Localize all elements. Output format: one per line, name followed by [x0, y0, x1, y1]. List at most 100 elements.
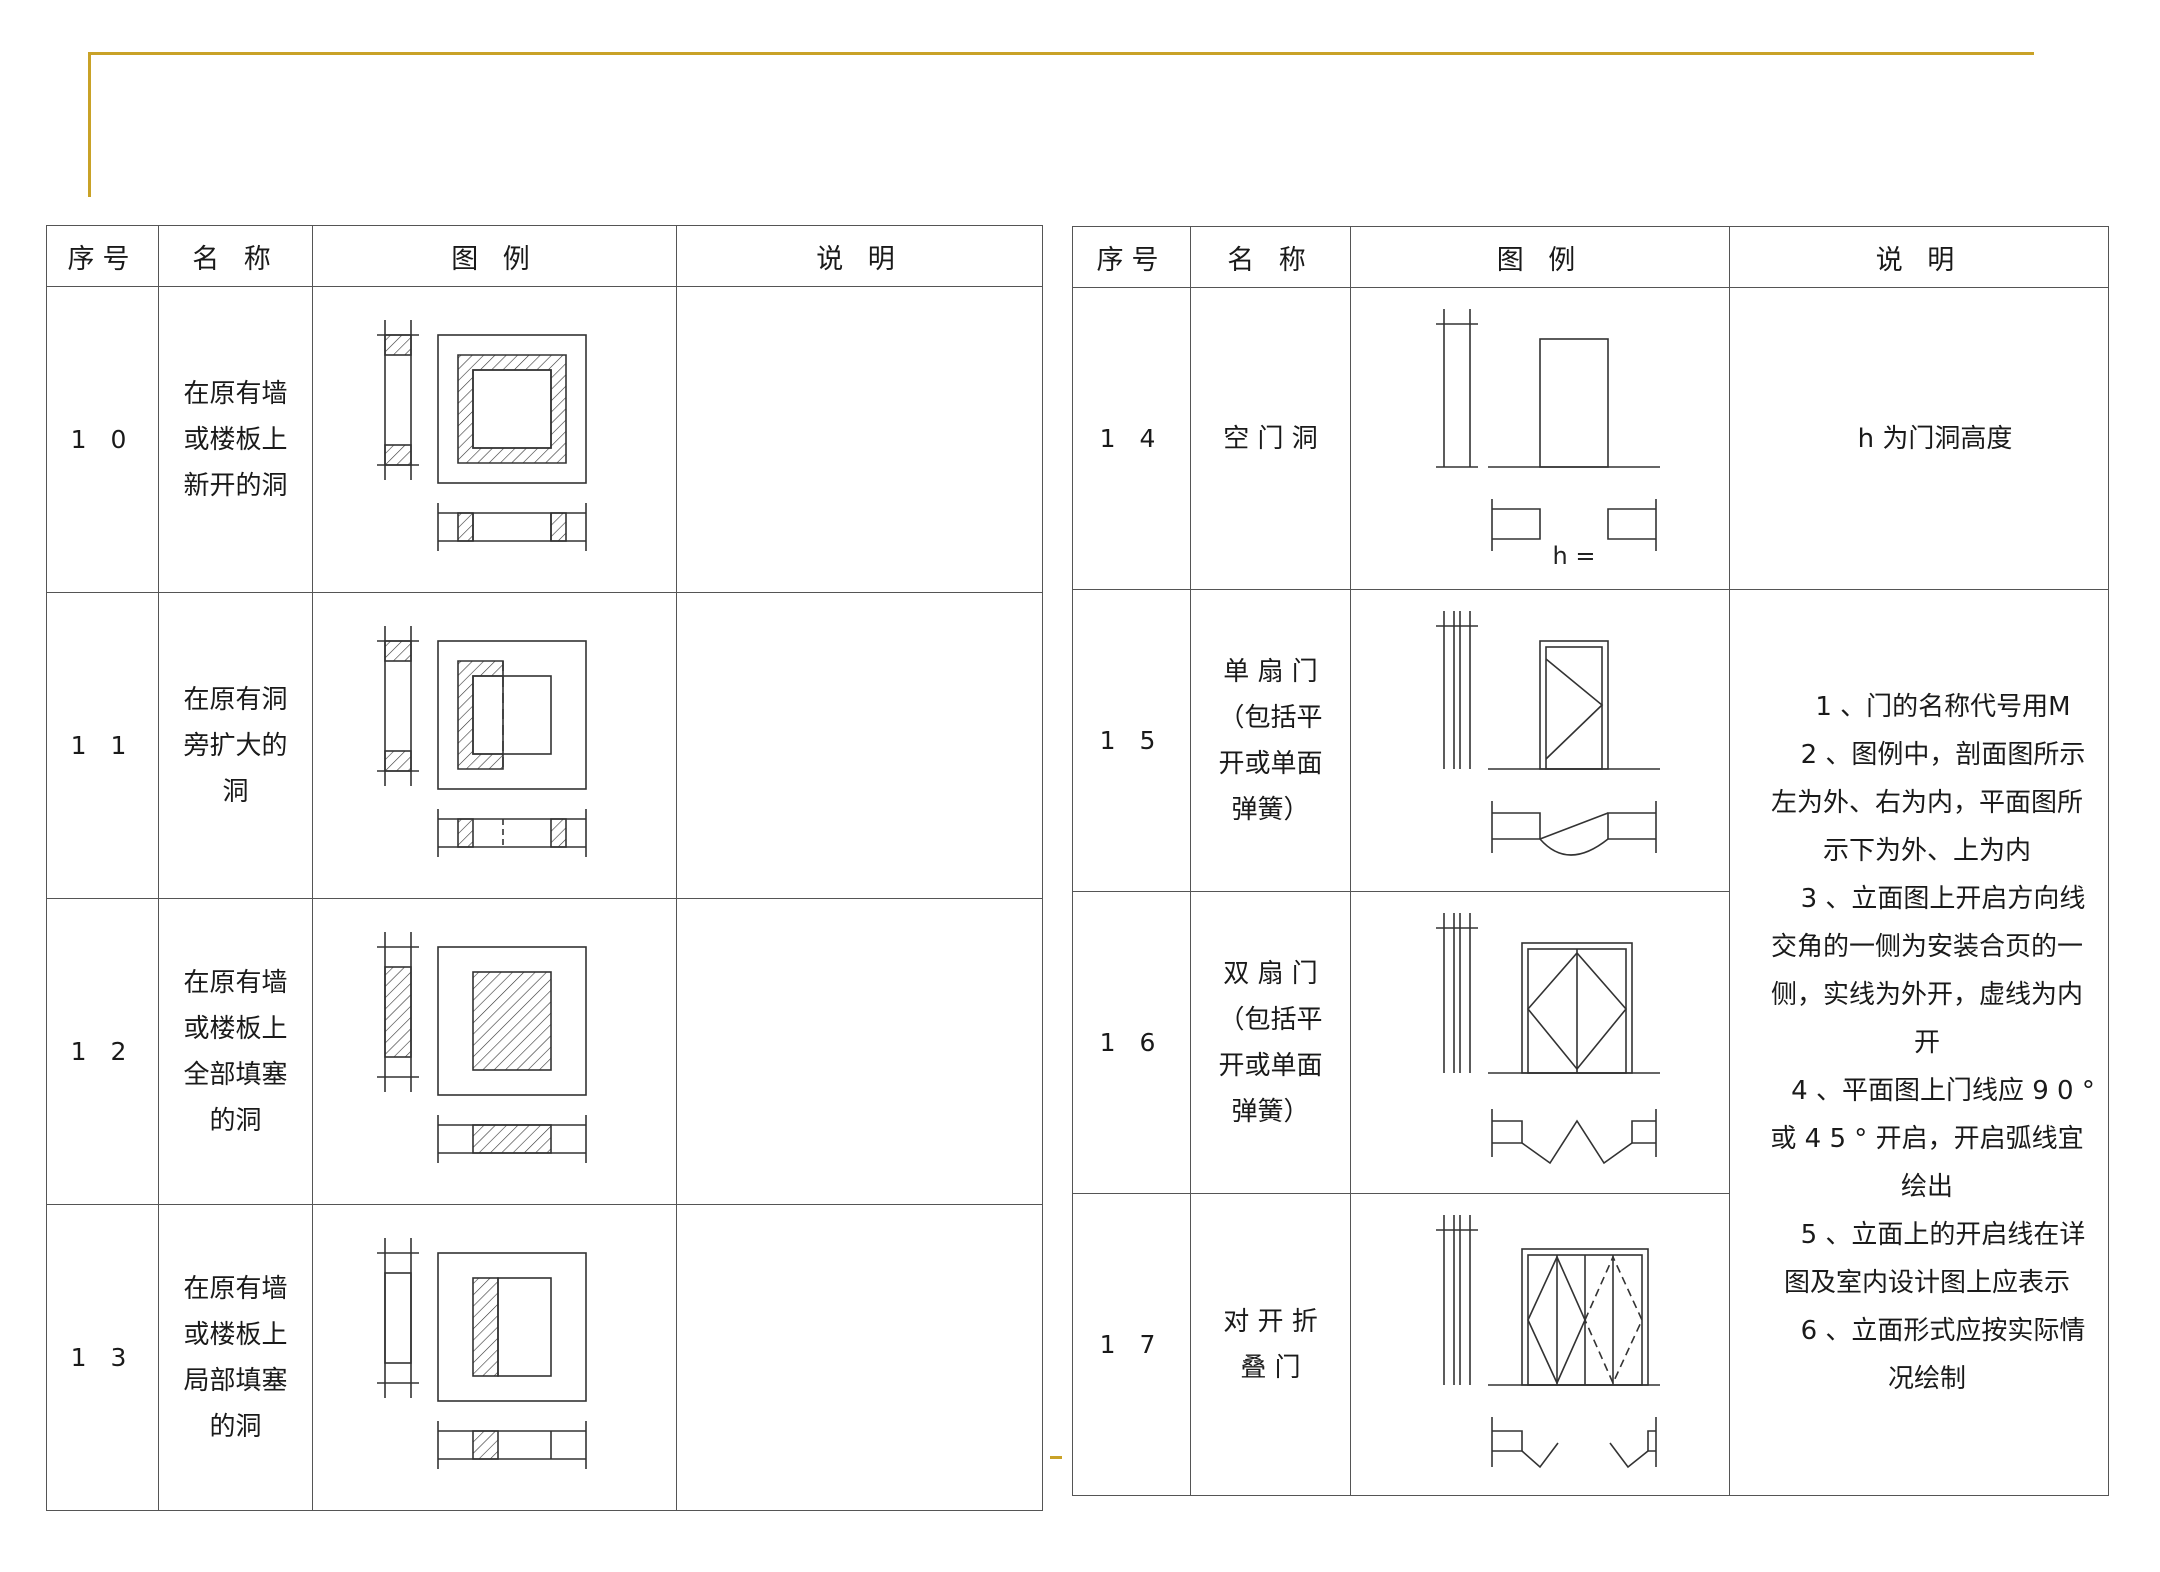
- legend-table-left: 序号 名 称 图 例 说 明 1 0 在原有墙 或楼板上 新开的洞: [46, 225, 1043, 1511]
- single-leaf-door-icon: [1436, 610, 1660, 856]
- header-rule-left: [88, 52, 91, 197]
- name-line: 的洞: [209, 1411, 262, 1442]
- row-name: 在原有墙 或楼板上 新开的洞: [158, 286, 313, 593]
- row-desc-empty: [676, 898, 1043, 1205]
- desc-line: 5 、立面上的开启线在详: [1800, 1219, 2086, 1250]
- name-line: 开或单面: [1218, 748, 1323, 779]
- name-line: 弹簧）: [1231, 1096, 1310, 1127]
- name-line: 双 扇 门: [1223, 958, 1318, 989]
- row-seq: 1 2: [46, 898, 159, 1205]
- new-opening-icon: [376, 319, 587, 551]
- row-figure: h =: [1350, 287, 1730, 590]
- name-line: （包括平: [1218, 702, 1323, 733]
- table-row: 1 0 在原有墙 或楼板上 新开的洞: [46, 286, 1043, 593]
- desc-line: 侧，实线为外开，虚线为内: [1770, 979, 2083, 1010]
- table-header-row: 序号 名 称 图 例 说 明: [1072, 226, 2109, 288]
- row-seq: 1 3: [46, 1204, 159, 1511]
- desc-line: h 为门洞高度: [1857, 423, 2013, 454]
- header-name: 名 称: [158, 225, 313, 287]
- name-line: 新开的洞: [183, 470, 288, 501]
- name-line: 单 扇 门: [1223, 656, 1318, 687]
- table-row: 1 5 单 扇 门 （包括平 开或单面 弹簧）: [1072, 589, 2109, 1496]
- bifold-door-icon: [1436, 1214, 1660, 1468]
- row-name: 对 开 折 叠 门: [1190, 1193, 1351, 1496]
- row-seq: 1 4: [1072, 287, 1191, 590]
- desc-line: 左为外、右为内，平面图所: [1770, 787, 2083, 818]
- row-name: 空 门 洞: [1190, 287, 1351, 590]
- row-desc-empty: [676, 1204, 1043, 1511]
- row-figure: [312, 592, 677, 899]
- desc-line: 或 4 5 ° 开启，开启弧线宜: [1770, 1123, 2084, 1154]
- desc-line: 绘出: [1900, 1171, 1953, 1202]
- name-line: 开或单面: [1218, 1050, 1323, 1081]
- row-name: 双 扇 门 （包括平 开或单面 弹簧）: [1190, 891, 1351, 1194]
- row-seq: 1 6: [1072, 891, 1191, 1194]
- table-row: 1 4 空 门 洞 h = h 为门洞高度: [1072, 287, 2109, 590]
- row-name: 在原有墙 或楼板上 全部填塞 的洞: [158, 898, 313, 1205]
- row-seq: 1 5: [1072, 589, 1191, 892]
- row-figure: [312, 1204, 677, 1511]
- header-seq: 序号: [46, 225, 159, 287]
- desc-line: 开: [1913, 1027, 1940, 1058]
- table-row: 1 6 双 扇 门 （包括平 开或单面 弹簧）: [1072, 891, 2109, 1194]
- desc-line: 示下为外、上为内: [1822, 835, 2031, 866]
- name-line: 或楼板上: [183, 1319, 288, 1350]
- fully-filled-opening-icon: [376, 931, 587, 1163]
- row-seq: 1 0: [46, 286, 159, 593]
- desc-line: 3 、立面图上开启方向线: [1800, 883, 2086, 914]
- doorway-height-label: h =: [1553, 542, 1596, 570]
- row-desc-empty: [676, 286, 1043, 593]
- row-figure: [1350, 891, 1730, 1194]
- header-legend: 图 例: [1350, 226, 1730, 288]
- row-seq: 1 7: [1072, 1193, 1191, 1496]
- header-name: 名 称: [1190, 226, 1351, 288]
- row-seq: 1 1: [46, 592, 159, 899]
- name-line: 在原有墙: [183, 1273, 288, 1304]
- row-figure: [312, 898, 677, 1205]
- name-line: 空 门 洞: [1223, 423, 1318, 454]
- desc-line: 图及室内设计图上应表示: [1783, 1267, 2070, 1298]
- table-row: 1 1 在原有洞 旁扩大的 洞: [46, 592, 1043, 899]
- header-legend: 图 例: [312, 225, 677, 287]
- double-leaf-door-icon: [1436, 912, 1660, 1164]
- table-row: 1 3 在原有墙 或楼板上 局部填塞 的洞: [46, 1204, 1043, 1511]
- row-figure: [1350, 589, 1730, 892]
- name-line: 洞: [222, 776, 249, 807]
- name-line: 的洞: [209, 1105, 262, 1136]
- enlarged-opening-icon: [376, 625, 587, 857]
- row-name: 单 扇 门 （包括平 开或单面 弹簧）: [1190, 589, 1351, 892]
- name-line: 弹簧）: [1231, 794, 1310, 825]
- desc-line: 1 、门的名称代号用M: [1815, 691, 2071, 722]
- desc-line: 6 、立面形式应按实际情: [1800, 1315, 2086, 1346]
- header-rule-top: [88, 52, 2034, 55]
- name-line: 叠 门: [1240, 1352, 1301, 1383]
- table-row: 1 2 在原有墙 或楼板上 全部填塞 的洞: [46, 898, 1043, 1205]
- desc-line: 况绘制: [1887, 1363, 1966, 1394]
- empty-doorway-icon: h =: [1436, 308, 1660, 570]
- shared-desc: 1 、门的名称代号用M 2 、图例中，剖面图所示 左为外、右为内，平面图所 示下…: [1729, 589, 2109, 1496]
- row-name: 在原有洞 旁扩大的 洞: [158, 592, 313, 899]
- name-line: 对 开 折: [1223, 1306, 1318, 1337]
- header-desc: 说 明: [1729, 226, 2109, 288]
- desc-line: 4 、平面图上门线应 9 0 °: [1791, 1075, 2095, 1106]
- accent-mark: [1050, 1456, 1062, 1459]
- desc-line: 2 、图例中，剖面图所示: [1800, 739, 2086, 770]
- name-line: 全部填塞: [183, 1059, 288, 1090]
- name-line: 旁扩大的: [183, 730, 288, 761]
- name-line: 局部填塞: [183, 1365, 288, 1396]
- desc-line: 交角的一侧为安装合页的一: [1770, 931, 2083, 962]
- shared-desc-body: 1 、门的名称代号用M 2 、图例中，剖面图所示 左为外、右为内，平面图所 示下…: [1730, 683, 2108, 1403]
- table-row: 1 7 对 开 折 叠 门: [1072, 1193, 2109, 1496]
- name-line: （包括平: [1218, 1004, 1323, 1035]
- name-line: 在原有洞: [183, 684, 288, 715]
- row-desc: h 为门洞高度: [1729, 287, 2109, 590]
- row-figure: [312, 286, 677, 593]
- row-name: 在原有墙 或楼板上 局部填塞 的洞: [158, 1204, 313, 1511]
- row-figure: [1350, 1193, 1730, 1496]
- partly-filled-opening-icon: [376, 1237, 587, 1469]
- legend-table-right: 序号 名 称 图 例 说 明 1 4 空 门 洞 h = h 为门洞高度 1 5: [1072, 226, 2109, 1496]
- table-header-row: 序号 名 称 图 例 说 明: [46, 225, 1043, 287]
- name-line: 在原有墙: [183, 967, 288, 998]
- row-desc-empty: [676, 592, 1043, 899]
- header-desc: 说 明: [676, 225, 1043, 287]
